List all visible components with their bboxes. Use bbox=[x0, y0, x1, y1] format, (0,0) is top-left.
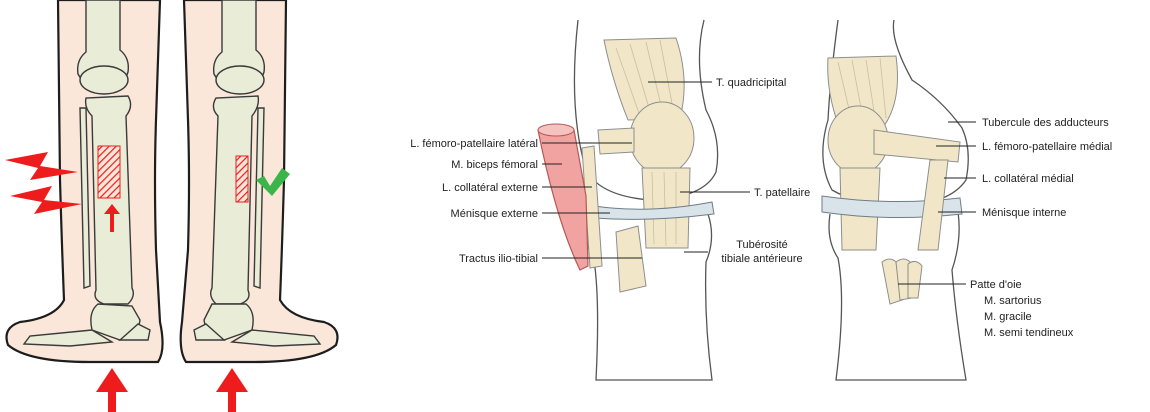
knee-medial-view bbox=[822, 20, 968, 380]
label-iliotibial-tract: Tractus ilio-tibial bbox=[459, 253, 538, 265]
label-quadriceps-tendon: T. quadricipital bbox=[716, 77, 786, 89]
leg-right bbox=[181, 0, 338, 412]
label-patellar-tendon: T. patellaire bbox=[754, 187, 810, 199]
label-medial-collateral: L. collatéral médial bbox=[982, 173, 1074, 185]
knee-anterior-view bbox=[538, 20, 718, 380]
label-biceps-femoris: M. biceps fémoral bbox=[451, 159, 538, 171]
labels-medial: Tubercule des adducteurs L. fémoro-patel… bbox=[970, 117, 1112, 339]
label-tibial-tuberosity-line2: tibiale antérieure bbox=[721, 253, 802, 265]
label-sartorius: M. sartorius bbox=[984, 295, 1042, 307]
arrow-up-icon-right bbox=[216, 368, 248, 412]
label-medial-meniscus: Ménisque interne bbox=[982, 207, 1066, 219]
stress-zone bbox=[236, 156, 248, 202]
label-medial-patellofemoral: L. fémoro-patellaire médial bbox=[982, 141, 1112, 153]
label-lateral-meniscus: Ménisque externe bbox=[451, 208, 538, 220]
label-adductor-tubercle: Tubercule des adducteurs bbox=[982, 117, 1109, 129]
leg-left bbox=[5, 0, 163, 412]
label-lateral-patellofemoral: L. fémoro-patellaire latéral bbox=[410, 138, 538, 150]
label-semitendinosus: M. semi tendineux bbox=[984, 327, 1074, 339]
label-pes-anserinus: Patte d'oie bbox=[970, 279, 1022, 291]
legs-illustration bbox=[5, 0, 338, 412]
label-lateral-collateral: L. collatéral externe bbox=[442, 182, 538, 194]
arrow-up-icon-left bbox=[96, 368, 128, 412]
pain-zone bbox=[98, 146, 120, 198]
label-gracilis: M. gracile bbox=[984, 311, 1032, 323]
label-tibial-tuberosity-line1: Tubérosité bbox=[736, 239, 788, 251]
